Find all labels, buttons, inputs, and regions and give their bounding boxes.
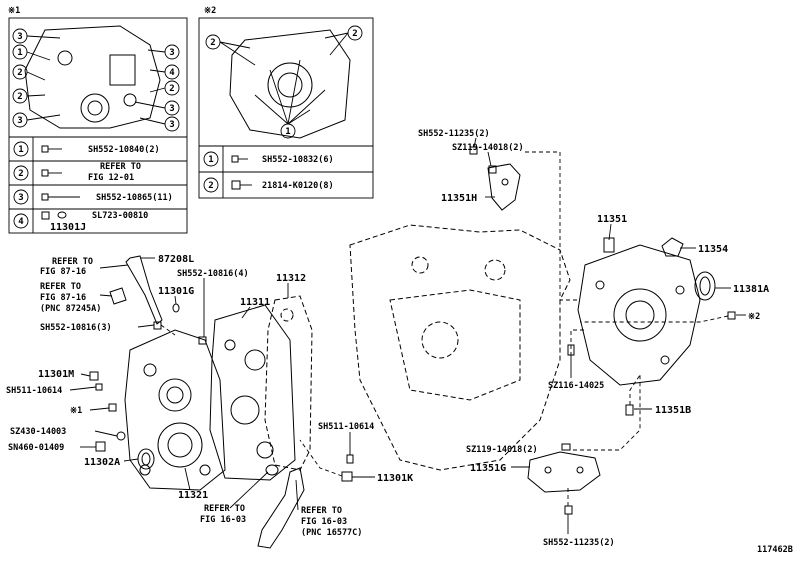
inset-1-row-4: 4 SL723-00810 11301J (13, 211, 148, 233)
label-sh552-10816-3: SH552-10816(3) (40, 323, 112, 333)
inset-2-callouts: 2 2 1 (205, 25, 363, 139)
label-refer-1-a: REFER TO (52, 257, 93, 267)
bracket-11351h (487, 163, 521, 211)
inset-2-mark: ※2 (204, 6, 216, 16)
inset-1-callout: 3 (169, 120, 174, 130)
inset-1-row-2: 2 REFER TO FIG 12-01 (13, 162, 141, 183)
part-number: SH552-10865(11) (96, 193, 173, 203)
label-refer-2-c: (PNC 87245A) (40, 304, 101, 314)
refer-to-text: REFER TO (100, 162, 141, 172)
row-number: 4 (18, 217, 24, 227)
part-number: SL723-00810 (92, 211, 148, 221)
plate-11311 (209, 304, 296, 481)
label-sz116-14025: SZ116-14025 (548, 381, 604, 391)
inset-1-row-1: 1 SH552-10840(2) (13, 141, 160, 157)
seal-11381a (694, 271, 716, 301)
inset-1-callout: 4 (169, 68, 175, 78)
inset-1-callout: 3 (169, 48, 174, 58)
oil-seal-11302a (137, 448, 155, 470)
part-labels: SH552-11235(2) SZ119-14018(2) 11351H 113… (6, 129, 793, 555)
gasket-11312 (264, 295, 313, 471)
figure-id: 117462B (757, 545, 793, 555)
part-number: 21814-K0120(8) (262, 181, 334, 191)
label-sh552-10816-4: SH552-10816(4) (177, 269, 249, 279)
label-refer-1-b: FIG 87-16 (40, 267, 86, 277)
label-refer-2-a: REFER TO (40, 282, 81, 292)
pipe-16577c (257, 467, 305, 549)
label-refer-4-b: FIG 16-03 (301, 517, 347, 527)
refer-fig-text: FIG 12-01 (88, 173, 134, 183)
row-number: 1 (208, 155, 213, 165)
label-refer-3-a: REFER TO (204, 504, 245, 514)
inset-1-cover-sketch (24, 25, 161, 129)
row-number: 3 (18, 193, 23, 203)
label-sh552-11235-top: SH552-11235(2) (418, 129, 490, 139)
label-sh511-10614-left: SH511-10614 (6, 386, 62, 396)
inset-1-callout: 2 (17, 68, 22, 78)
inset-1-callout: 3 (17, 116, 22, 126)
inset-2-housing-sketch (229, 29, 351, 139)
inset-2-frame (198, 17, 374, 199)
label-11302a: 11302A (84, 457, 120, 468)
label-11381a: 11381A (733, 284, 769, 295)
engine-block-outline (349, 224, 571, 471)
label-sz430-14003: SZ430-14003 (10, 427, 66, 437)
inset-2-callout: 2 (352, 29, 357, 39)
inset-2-callout: 2 (210, 38, 215, 48)
bracket-11351g (527, 451, 601, 493)
inset-1-callout: 3 (17, 32, 22, 42)
cap-11354 (661, 237, 684, 257)
label-refer-4-c: (PNC 16577C) (301, 528, 362, 538)
label-11311: 11311 (240, 297, 270, 308)
inset-1: ※1 3 1 2 2 3 3 4 2 3 3 (8, 6, 188, 234)
inset-2: ※2 2 2 1 1 SH552-10832(6) (198, 6, 374, 199)
label-sz119-14018-bot: SZ119-14018(2) (466, 445, 538, 455)
label-11301g: 11301G (158, 286, 194, 297)
leader-lines (69, 137, 746, 534)
bolts (89, 146, 736, 515)
label-sh552-11235-bot: SH552-11235(2) (543, 538, 615, 548)
label-11354: 11354 (698, 244, 728, 255)
flywheel-housing-11351 (577, 237, 701, 386)
label-sh511-10614-mid: SH511-10614 (318, 422, 374, 432)
row-number: 1 (18, 145, 23, 155)
label-11301m: 11301M (38, 369, 74, 380)
part-number: SH552-10840(2) (88, 145, 160, 155)
label-refer-3-b: FIG 16-03 (200, 515, 246, 525)
label-11312: 11312 (276, 273, 306, 284)
label-refer-4-a: REFER TO (301, 506, 342, 516)
inset-2-row-2: 2 21814-K0120(8) (203, 177, 334, 193)
inset-1-callout: 2 (169, 84, 174, 94)
inset-1-callouts: 3 1 2 2 3 3 4 2 3 3 (12, 28, 180, 132)
part-number: SH552-10832(6) (262, 155, 334, 165)
label-sz119-14018-top: SZ119-14018(2) (452, 143, 524, 153)
inset-1-row-3: 3 SH552-10865(11) (13, 189, 173, 205)
label-mark-2: ※2 (748, 312, 760, 322)
label-mark-1: ※1 (70, 406, 82, 416)
inset-1-callout: 3 (169, 104, 174, 114)
label-11321: 11321 (178, 490, 208, 501)
label-11351: 11351 (597, 214, 627, 225)
row-number: 2 (208, 181, 213, 191)
label-11351g: 11351G (470, 463, 506, 474)
part-number: 11301J (50, 222, 86, 233)
label-11351h: 11351H (441, 193, 477, 204)
row-number: 2 (18, 169, 23, 179)
inset-1-frame (8, 17, 188, 234)
inset-1-mark: ※1 (8, 6, 20, 16)
label-87208l: 87208L (158, 254, 194, 265)
inset-1-callout: 2 (17, 92, 22, 102)
inset-1-callout: 1 (17, 48, 22, 58)
label-refer-2-b: FIG 87-16 (40, 293, 86, 303)
label-sn460-01409: SN460-01409 (8, 443, 64, 453)
inset-2-row-1: 1 SH552-10832(6) (203, 151, 334, 167)
inset-2-callout: 1 (285, 127, 290, 137)
label-11301k: 11301K (377, 473, 413, 484)
label-11351b: 11351B (655, 405, 691, 416)
